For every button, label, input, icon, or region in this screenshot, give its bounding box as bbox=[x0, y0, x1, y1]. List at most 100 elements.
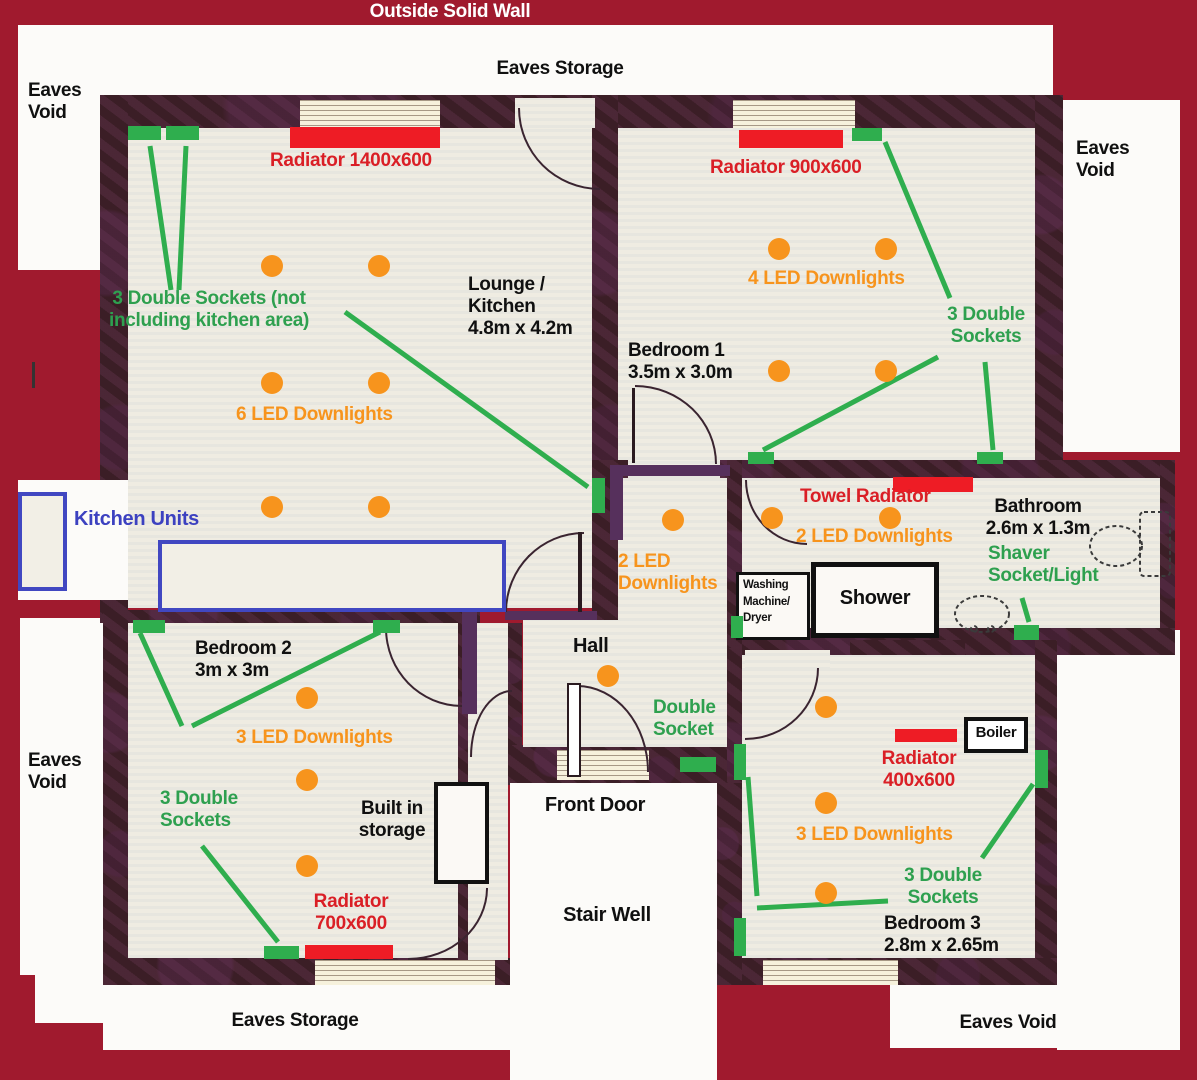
double-socket-icon bbox=[680, 757, 716, 772]
double-socket-icon bbox=[592, 478, 605, 513]
led-downlight-icon bbox=[815, 792, 837, 814]
double-socket-icon bbox=[852, 128, 882, 141]
eaves-void-bottom-right-area bbox=[890, 985, 1180, 1048]
bedroom3-lights-label: 3 LED Downlights bbox=[796, 824, 953, 845]
wall-bedroom2-left bbox=[103, 610, 128, 985]
led-downlight-icon bbox=[875, 360, 897, 382]
window-lounge-top bbox=[300, 100, 440, 128]
boiler-label: Boiler bbox=[975, 724, 1017, 741]
bedroom3-radiator-label: Radiator 400x600 bbox=[881, 748, 957, 792]
led-downlight-icon bbox=[761, 507, 783, 529]
floor-bedroom3-door-gap bbox=[745, 650, 830, 670]
floor-hall-upper bbox=[618, 478, 727, 628]
eaves-void-bottom-left-label: Eaves Void bbox=[28, 750, 82, 794]
bedroom1-lights-label: 4 LED Downlights bbox=[748, 268, 905, 289]
jamb-bedroom2-hall bbox=[462, 612, 477, 714]
bathroom-lights-label: 2 LED Downlights bbox=[796, 526, 953, 547]
radiator-icon bbox=[895, 729, 957, 742]
led-downlight-icon bbox=[296, 687, 318, 709]
front-door-label: Front Door bbox=[544, 794, 646, 816]
window-bedroom1-top bbox=[733, 100, 855, 128]
eaves-void-top-left-area bbox=[18, 25, 100, 270]
led-downlight-icon bbox=[879, 507, 901, 529]
double-socket-icon bbox=[373, 620, 400, 633]
kitchen-unit-left bbox=[18, 492, 67, 591]
radiator-icon bbox=[739, 130, 843, 148]
window-bedroom2-bottom bbox=[315, 960, 495, 985]
hall-name-label: Hall bbox=[573, 635, 609, 657]
built-in-storage-label: Built in storage bbox=[358, 798, 426, 842]
double-socket-icon bbox=[1035, 750, 1048, 788]
lounge-sockets-label: 3 Double Sockets (not including kitchen … bbox=[108, 288, 310, 332]
banner-title: Outside Solid Wall bbox=[369, 1, 531, 22]
shower-label: Shower bbox=[839, 587, 911, 609]
bedroom1-name-label: Bedroom 1 3.5m x 3.0m bbox=[628, 340, 733, 384]
led-downlight-icon bbox=[368, 372, 390, 394]
double-socket-icon bbox=[264, 946, 299, 959]
stair-well-label: Stair Well bbox=[563, 904, 651, 926]
wall-bedroom3-right bbox=[1035, 640, 1057, 985]
double-socket-icon bbox=[977, 452, 1003, 464]
led-downlight-icon bbox=[261, 496, 283, 518]
eaves-void-top-left-label: Eaves Void bbox=[28, 80, 82, 124]
led-downlight-icon bbox=[875, 238, 897, 260]
bathroom-name-label: Bathroom 2.6m x 1.3m bbox=[985, 496, 1091, 540]
shower-box: Shower bbox=[811, 562, 939, 638]
led-downlight-icon bbox=[296, 769, 318, 791]
hall-double-socket-label: Double Socket bbox=[653, 697, 716, 741]
led-downlight-icon bbox=[261, 372, 283, 394]
eaves-storage-top-area bbox=[100, 25, 1053, 100]
double-socket-icon bbox=[128, 126, 161, 140]
bedroom2-sockets-label: 3 Double Sockets bbox=[160, 788, 238, 832]
lounge-radiator-label: Radiator 1400x600 bbox=[270, 150, 432, 171]
eaves-void-top-right-area bbox=[1063, 100, 1180, 452]
kitchen-units-label: Kitchen Units bbox=[74, 508, 199, 530]
trim-hall-top-h bbox=[610, 465, 730, 476]
radiator-icon bbox=[305, 945, 393, 959]
eaves-storage-bottom-area bbox=[103, 982, 583, 1050]
bedroom1-sockets-label: 3 Double Sockets bbox=[947, 304, 1025, 348]
radiator-icon bbox=[290, 127, 440, 148]
window-bedroom3-bottom bbox=[763, 960, 898, 985]
eaves-storage-bottom-label: Eaves Storage bbox=[231, 1010, 359, 1031]
double-socket-icon bbox=[734, 918, 746, 956]
bedroom3-sockets-label: 3 Double Sockets bbox=[904, 865, 982, 909]
double-socket-icon bbox=[731, 616, 743, 638]
bedroom3-name-label: Bedroom 3 2.8m x 2.65m bbox=[884, 913, 999, 957]
door-leaf-lounge-hall bbox=[578, 532, 582, 612]
eaves-void-bottom-right-column bbox=[1057, 630, 1180, 1050]
led-downlight-icon bbox=[768, 360, 790, 382]
eaves-void-top-right-label: Eaves Void bbox=[1076, 138, 1130, 182]
lounge-name-label: Lounge / Kitchen 4.8m x 4.2m bbox=[468, 274, 573, 340]
led-downlight-icon bbox=[261, 255, 283, 277]
towel-radiator-label: Towel Radiator bbox=[800, 486, 931, 507]
bedroom1-radiator-label: Radiator 900x600 bbox=[710, 157, 862, 178]
double-socket-icon bbox=[748, 452, 774, 464]
led-downlight-icon bbox=[815, 696, 837, 718]
bedroom2-lights-label: 3 LED Downlights bbox=[236, 727, 393, 748]
led-downlight-icon bbox=[597, 665, 619, 687]
door-leaf-front-door bbox=[567, 683, 581, 777]
eaves-void-bottom-left-area2 bbox=[35, 975, 103, 1023]
boiler-box: Boiler bbox=[964, 717, 1028, 753]
led-downlight-icon bbox=[368, 496, 390, 518]
radiator-icon bbox=[893, 477, 973, 492]
wall-tick-mark bbox=[32, 362, 35, 388]
door-leaf-bedroom1 bbox=[632, 388, 635, 463]
led-downlight-icon bbox=[368, 255, 390, 277]
wall-bathroom-right bbox=[1160, 460, 1175, 655]
floor-bedroom1 bbox=[618, 128, 1035, 460]
bedroom2-radiator-label: Radiator 700x600 bbox=[313, 891, 389, 935]
led-downlight-icon bbox=[768, 238, 790, 260]
built-in-storage-box bbox=[434, 782, 489, 884]
washing-machine-label: Washing Machine/ Dryer bbox=[743, 579, 790, 625]
trim-lounge-bottom bbox=[505, 611, 597, 620]
led-downlight-icon bbox=[815, 882, 837, 904]
double-socket-icon bbox=[734, 744, 746, 780]
washing-machine-box: Washing Machine/ Dryer bbox=[736, 572, 810, 640]
bedroom2-name-label: Bedroom 2 3m x 3m bbox=[195, 638, 292, 682]
double-socket-icon bbox=[166, 126, 199, 140]
eaves-void-bottom-right-label: Eaves Void bbox=[959, 1012, 1057, 1033]
led-downlight-icon bbox=[296, 855, 318, 877]
